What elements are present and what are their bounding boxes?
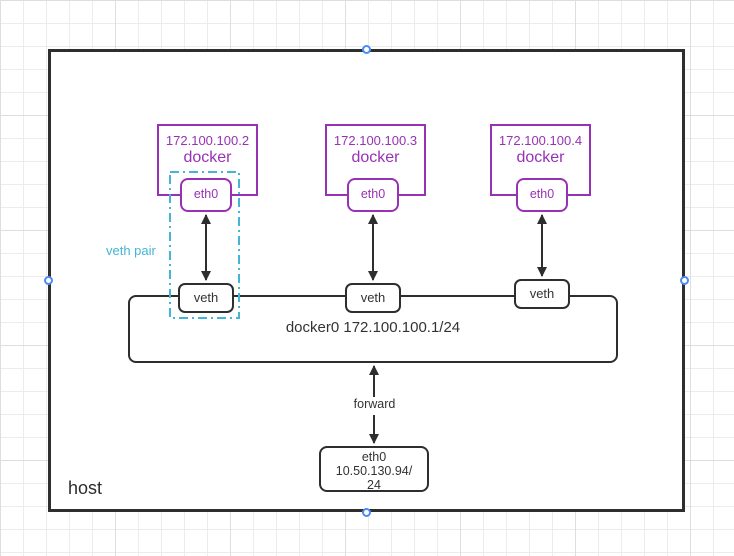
host-eth0-box[interactable]: eth0 10.50.130.94/ 24 [319,446,429,492]
veth-box-2[interactable]: veth [345,283,401,313]
host-eth0-ip-line1: 10.50.130.94/ [335,464,413,478]
veth-box-3[interactable]: veth [514,279,570,309]
container-name-label: docker [351,149,400,166]
container-ip-label: 172.100.100.2 [165,133,250,148]
veth-pair-label: veth pair [106,243,156,258]
forward-label: forward [343,397,406,415]
connection-handle-right[interactable] [680,276,689,285]
host-eth0-ip-line2: 24 [367,478,381,492]
connection-handle-top[interactable] [362,45,371,54]
docker-container-box-3[interactable]: 172.100.100.4 docker [490,124,591,196]
container-eth0-box-3[interactable]: eth0 [516,178,568,212]
veth-box-1[interactable]: veth [178,283,234,313]
host-eth0-name: eth0 [361,450,387,464]
connection-handle-bottom[interactable] [362,508,371,517]
container-eth0-box-1[interactable]: eth0 [180,178,232,212]
container-name-label: docker [516,149,565,166]
connection-handle-left[interactable] [44,276,53,285]
container-name-label: docker [183,149,232,166]
host-label: host [68,478,103,498]
veth-pair-outline[interactable] [169,171,240,319]
container-ip-label: 172.100.100.4 [498,133,583,148]
container-eth0-box-2[interactable]: eth0 [347,178,399,212]
docker0-bridge-label: docker0 172.100.100.1/24 [285,319,461,336]
container-ip-label: 172.100.100.3 [333,133,418,148]
